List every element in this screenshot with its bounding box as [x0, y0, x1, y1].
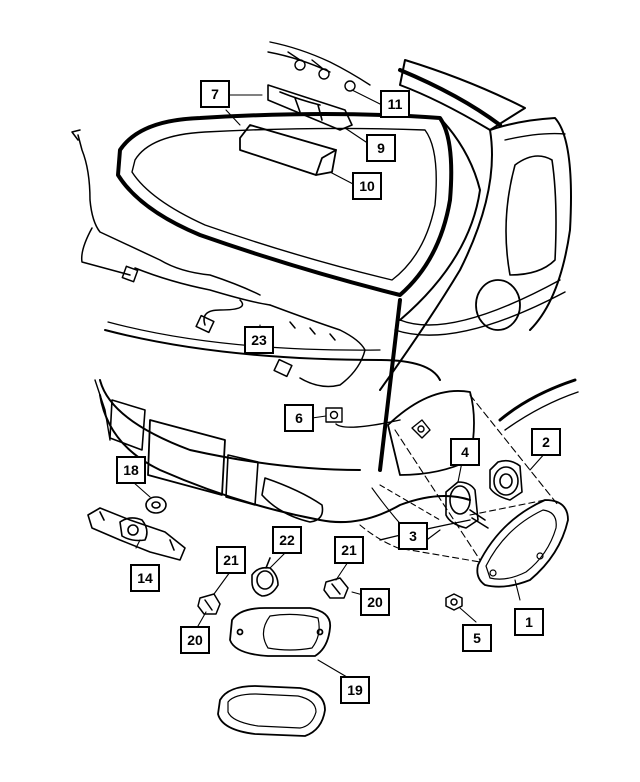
leader-lines [132, 89, 559, 681]
callout-10[interactable]: 10 [352, 172, 382, 200]
socket-part-22 [251, 557, 279, 597]
bulb-part-3 [411, 419, 431, 439]
bracket-part-14 [87, 507, 186, 561]
callout-22[interactable]: 22 [272, 526, 302, 554]
socket-part-4 [445, 481, 489, 529]
socket-harness-part-11 [267, 41, 371, 92]
bulb-part-2 [489, 459, 523, 501]
callout-6[interactable]: 6 [284, 404, 314, 432]
tail-lamp-part-1 [476, 499, 569, 588]
callout-7[interactable]: 7 [200, 80, 230, 108]
callout-3[interactable]: 3 [398, 522, 428, 550]
callout-23[interactable]: 23 [244, 326, 274, 354]
lamp-gasket-part-19 [217, 685, 326, 737]
callout-20-right[interactable]: 20 [360, 588, 390, 616]
callout-2[interactable]: 2 [531, 428, 561, 456]
clip-part-20-left [197, 593, 221, 615]
callout-20-left[interactable]: 20 [180, 626, 210, 654]
grommet-part-18 [145, 496, 167, 514]
callout-19[interactable]: 19 [340, 676, 370, 704]
nut-part-5 [445, 593, 463, 611]
lamp-lens-part-10 [239, 124, 337, 176]
callout-4[interactable]: 4 [450, 438, 480, 466]
vehicle-body [94, 59, 579, 541]
callout-18[interactable]: 18 [116, 456, 146, 484]
callout-5[interactable]: 5 [462, 624, 492, 652]
callout-14[interactable]: 14 [130, 564, 160, 592]
callout-9[interactable]: 9 [366, 134, 396, 162]
clip-part-20-right [323, 577, 349, 599]
callout-11[interactable]: 11 [380, 90, 410, 118]
lamp-lens-part-19 [229, 607, 332, 657]
callout-21-right[interactable]: 21 [334, 536, 364, 564]
wiring-harness-part-23 [71, 129, 366, 388]
callout-21-left[interactable]: 21 [216, 546, 246, 574]
callout-1[interactable]: 1 [514, 608, 544, 636]
lamp-housing-part-9 [267, 84, 353, 131]
clip-part-6 [325, 407, 401, 428]
